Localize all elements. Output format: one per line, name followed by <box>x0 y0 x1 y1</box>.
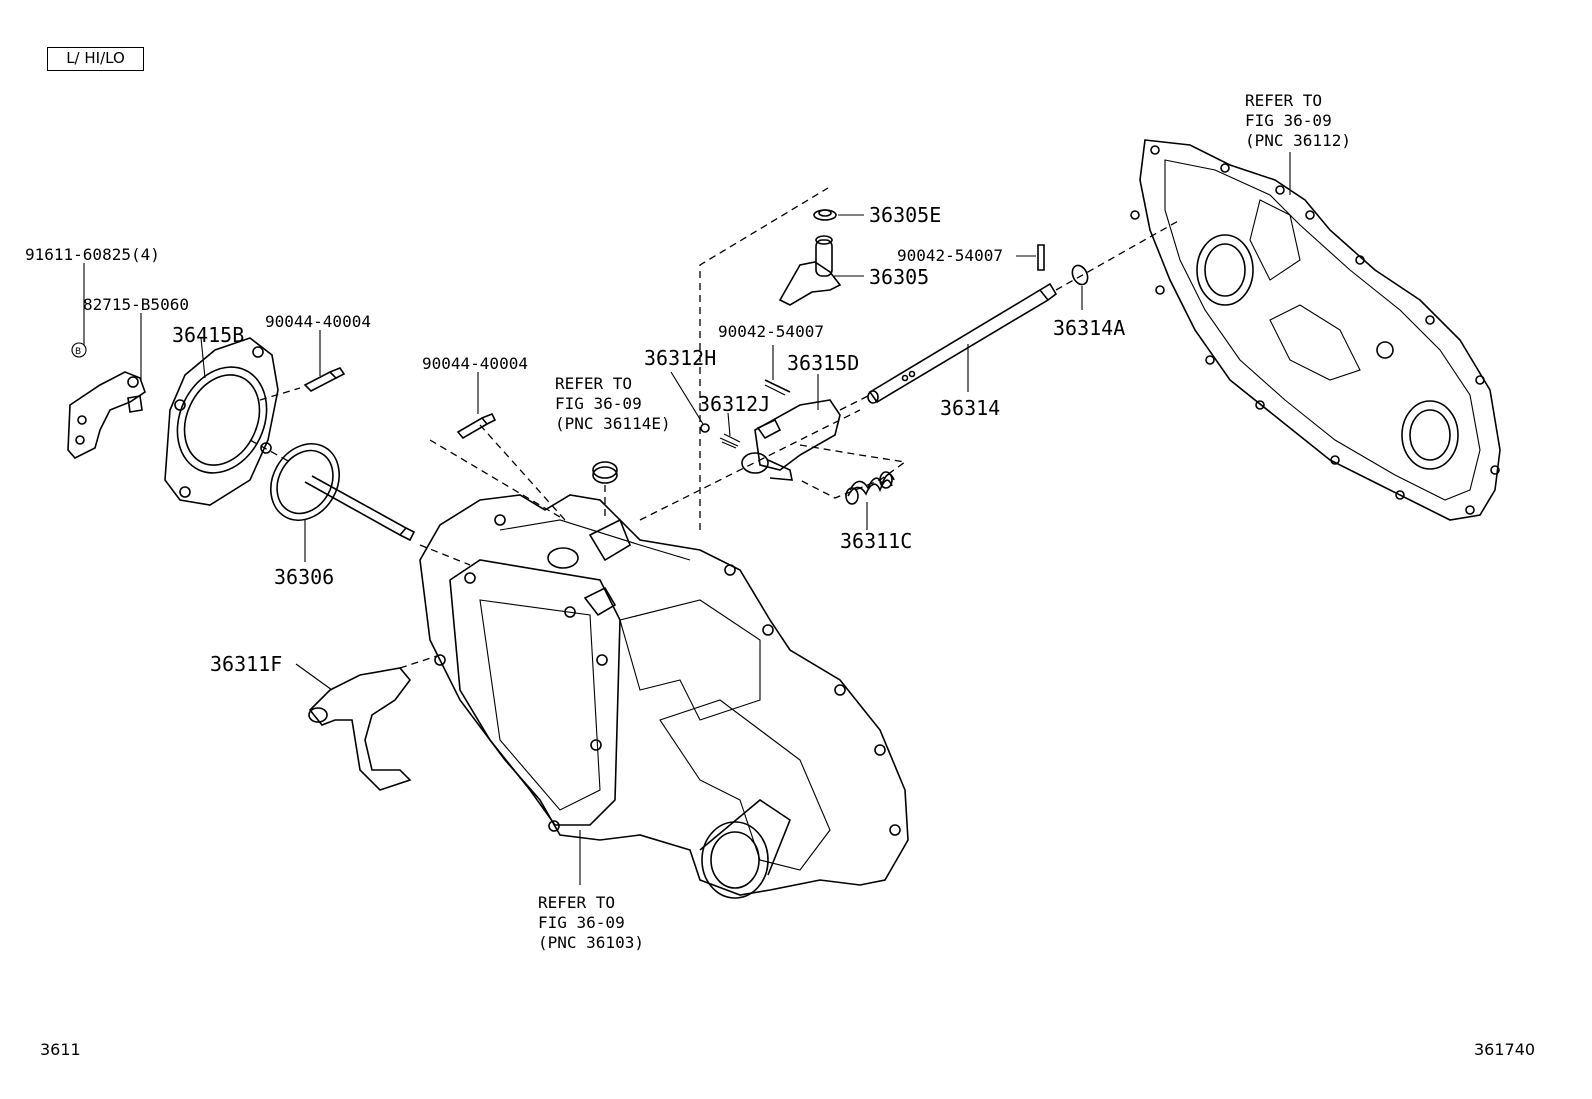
footer-right-code: 361740 <box>1474 1040 1536 1059</box>
label-36415b: 36415B <box>172 323 245 347</box>
spring-36311c <box>845 471 895 505</box>
label-90044-40004-mid: 90044-40004 <box>422 354 528 373</box>
pin-90042-a <box>764 379 791 393</box>
lever-36305 <box>778 235 842 306</box>
label-refer-pnc-36112: REFER TO FIG 36-09 (PNC 36112) <box>1245 91 1351 150</box>
label-36305: 36305 <box>869 265 930 289</box>
bracket-part <box>67 371 146 459</box>
label-refer-pnc-36114e: REFER TO FIG 36-09 (PNC 36114E) <box>555 374 671 433</box>
label-refer-pnc-36103: REFER TO FIG 36-09 (PNC 36103) <box>538 893 644 952</box>
shift-fork-36311f <box>308 667 412 791</box>
shift-shaft-36314 <box>867 282 1058 404</box>
label-82715-b5060: 82715-B5060 <box>83 295 189 314</box>
spring-36312j <box>719 433 741 449</box>
label-36311c: 36311C <box>840 529 913 553</box>
variant-tag: L/ HI/LO <box>47 47 144 71</box>
retainer-plate-36415b <box>164 337 279 506</box>
transfer-case-main <box>419 461 909 899</box>
bolt-mid <box>456 412 497 440</box>
bolt-left <box>303 367 346 392</box>
footer-left-code: 3611 <box>40 1040 81 1059</box>
label-91611-60825: 91611-60825(4) <box>25 245 160 264</box>
label-36311f: 36311F <box>210 652 283 676</box>
label-36315d: 36315D <box>787 351 860 375</box>
label-36312j: 36312J <box>698 392 771 416</box>
shift-head-36315d <box>741 399 841 481</box>
ball-36312h <box>700 423 710 433</box>
clip-36305e <box>813 209 837 221</box>
circle-marker-b: B <box>75 347 81 357</box>
label-36314: 36314 <box>940 396 1001 420</box>
ring-36314a <box>1071 264 1089 286</box>
label-36305e: 36305E <box>869 203 942 227</box>
label-90044-40004-left: 90044-40004 <box>265 312 371 331</box>
label-90042-54007-right: 90042-54007 <box>897 246 1003 265</box>
label-36306: 36306 <box>274 565 335 589</box>
transfer-case-rear <box>1130 139 1501 521</box>
pin-90042-b <box>1037 244 1045 271</box>
label-36314a: 36314A <box>1053 316 1126 340</box>
label-90042-54007-left: 90042-54007 <box>718 322 824 341</box>
seal-shaft-36306 <box>270 443 416 542</box>
label-36312h: 36312H <box>644 346 717 370</box>
